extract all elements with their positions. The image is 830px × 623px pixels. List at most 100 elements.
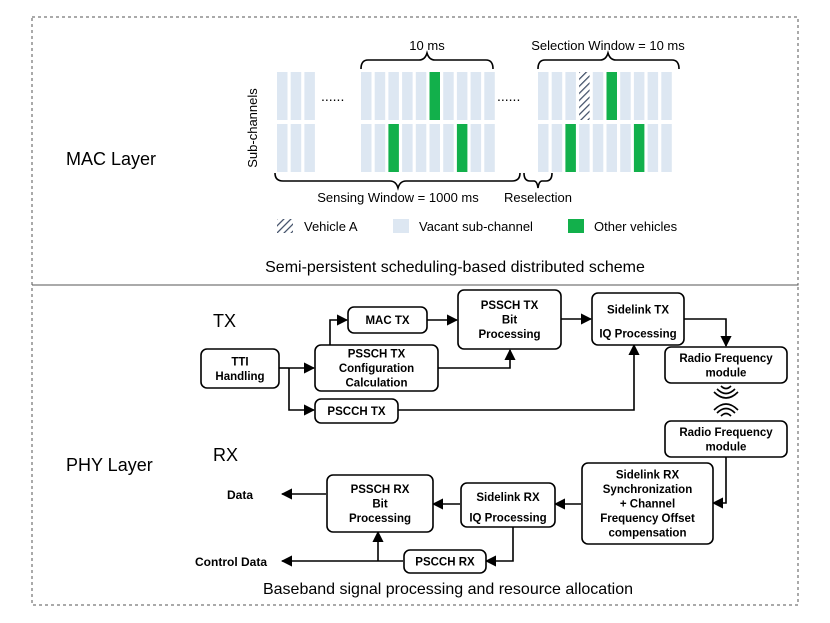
sub-channel-cell-vacant (538, 124, 549, 172)
sub-channel-cell-vacant (415, 72, 427, 120)
block-text-line: Sidelink TX (607, 305, 669, 317)
block-text-line: Handling (215, 371, 264, 383)
sub-channel-cell-vacant (304, 124, 315, 172)
sub-channel-cell-vacant (402, 72, 413, 120)
phy-layer-label: PHY Layer (66, 455, 153, 475)
block-frame (314, 398, 399, 424)
sub-channel-cell-vacant (456, 72, 468, 120)
block-text-line: Configuration (339, 363, 414, 375)
block-text-line: PSSCH TX (481, 300, 539, 312)
sub-channel-cell-vacant (633, 72, 645, 120)
block-text-line: Processing (349, 513, 411, 525)
phy-layer-panel (31, 284, 799, 606)
sub-channel-cell-vacant (551, 72, 563, 120)
block-frame (314, 344, 439, 392)
mac-layer-label: MAC Layer (66, 149, 156, 169)
block-text-line: TTI (231, 356, 248, 368)
block-text-line: Radio Frequency (679, 353, 773, 365)
legend-vacant-swatch (393, 219, 409, 233)
sub-channel-cell-vacant (592, 72, 604, 120)
top-span-label: 10 ms (409, 38, 445, 53)
top-brace-10ms (360, 50, 494, 70)
mac-layer-panel (31, 16, 799, 286)
wireless-signal-up-icon (713, 403, 739, 417)
block-text-line: Bit (372, 499, 388, 511)
sub-channel-cell-vacant (374, 124, 386, 172)
tx-label: TX (213, 311, 236, 331)
sub-channel-cell-other-vehicle (429, 72, 440, 120)
sub-channel-cell-vacant (592, 124, 604, 172)
dots-2: ...... (497, 88, 520, 104)
block-frame (664, 346, 788, 384)
rx-label: RX (213, 445, 238, 465)
block-frame (664, 420, 788, 458)
sub-channel-cell-other-vehicle (565, 124, 576, 172)
block-frame (347, 306, 428, 334)
block-text-line: IQ Processing (469, 512, 546, 524)
sub-channel-cell-vacant (620, 124, 631, 172)
block-frame (591, 292, 685, 346)
sub-channel-cell-other-vehicle (606, 72, 617, 120)
sub-channel-cell-vacant (290, 72, 302, 120)
wireless-signal-down-icon (713, 385, 739, 399)
block-text-line: Processing (479, 329, 541, 341)
legend-vacant-label: Vacant sub-channel (419, 219, 533, 234)
block-text-line: Radio Frequency (679, 427, 773, 439)
sub-channel-cell-other-vehicle (633, 124, 645, 172)
sub-channel-cell-vacant (402, 124, 413, 172)
phy-caption: Baseband signal processing and resource … (263, 581, 633, 598)
sub-channel-cell-vacant (661, 72, 672, 120)
block-text-line: module (706, 441, 747, 453)
sub-channel-grid (277, 72, 672, 172)
wire-cfg-to-bit (438, 348, 516, 369)
rf-module-rx-block: Radio Frequency module (664, 420, 788, 458)
legend-vehicle-a-label: Vehicle A (304, 219, 358, 234)
mac-caption: Semi-persistent scheduling-based distrib… (265, 259, 645, 276)
sub-channel-cell-vacant (290, 124, 302, 172)
wire-to-mac-tx (329, 314, 349, 345)
selection-window-label: Selection Window = 10 ms (531, 38, 685, 53)
sub-channel-cell-vacant (538, 72, 549, 120)
wire-iq-to-pscch (484, 527, 514, 567)
sub-channel-cell-vacant (620, 72, 631, 120)
sub-channel-cell-other-vehicle (388, 124, 399, 172)
legend-other-swatch (568, 219, 584, 233)
block-text-line: PSCCH RX (415, 557, 475, 569)
block-text-line: Bit (502, 315, 518, 327)
block-text-line: IQ Processing (599, 329, 676, 341)
wire-tti-to-pscch (288, 368, 316, 416)
sub-channel-cell-vacant (606, 124, 617, 172)
sub-channel-cell-vacant (443, 124, 454, 172)
wire-pscch-to-sltx (398, 343, 640, 411)
sidelink-tx-iq-block: Sidelink TX IQ Processing (591, 292, 685, 346)
block-text-line: Frequency Offset (600, 513, 695, 525)
sub-channel-cell-vacant (429, 124, 440, 172)
block-text-line: PSSCH RX (351, 484, 410, 496)
sub-channel-cell-vacant (443, 72, 454, 120)
sub-channel-cell-vacant (388, 72, 399, 120)
block-text-line: Sidelink RX (616, 470, 680, 482)
block-text-line: Synchronization (603, 484, 692, 496)
sub-channel-cell-vacant (551, 124, 563, 172)
reselection-label: Reselection (504, 190, 572, 205)
wire-sltx-to-rf (684, 318, 732, 348)
dots-1: ...... (321, 88, 344, 104)
block-frame (457, 289, 562, 350)
block-frame (581, 462, 714, 545)
sub-channel-cell-vacant (579, 124, 590, 172)
mac-tx-block: MAC TX (347, 306, 428, 334)
block-text-line: PSSCH TX (348, 349, 406, 361)
sub-channels-axis-label: Sub-channels (245, 88, 260, 168)
block-frame (460, 482, 556, 528)
sub-channel-cell-vacant (647, 124, 659, 172)
sub-channel-cell-vacant (484, 72, 495, 120)
tti-handling-block: TTI Handling (200, 348, 280, 389)
sensing-window-label: Sensing Window = 1000 ms (317, 190, 479, 205)
sensing-window-brace (274, 172, 521, 191)
block-text-line: compensation (609, 528, 687, 540)
output-control-data-label: Control Data (195, 555, 267, 569)
